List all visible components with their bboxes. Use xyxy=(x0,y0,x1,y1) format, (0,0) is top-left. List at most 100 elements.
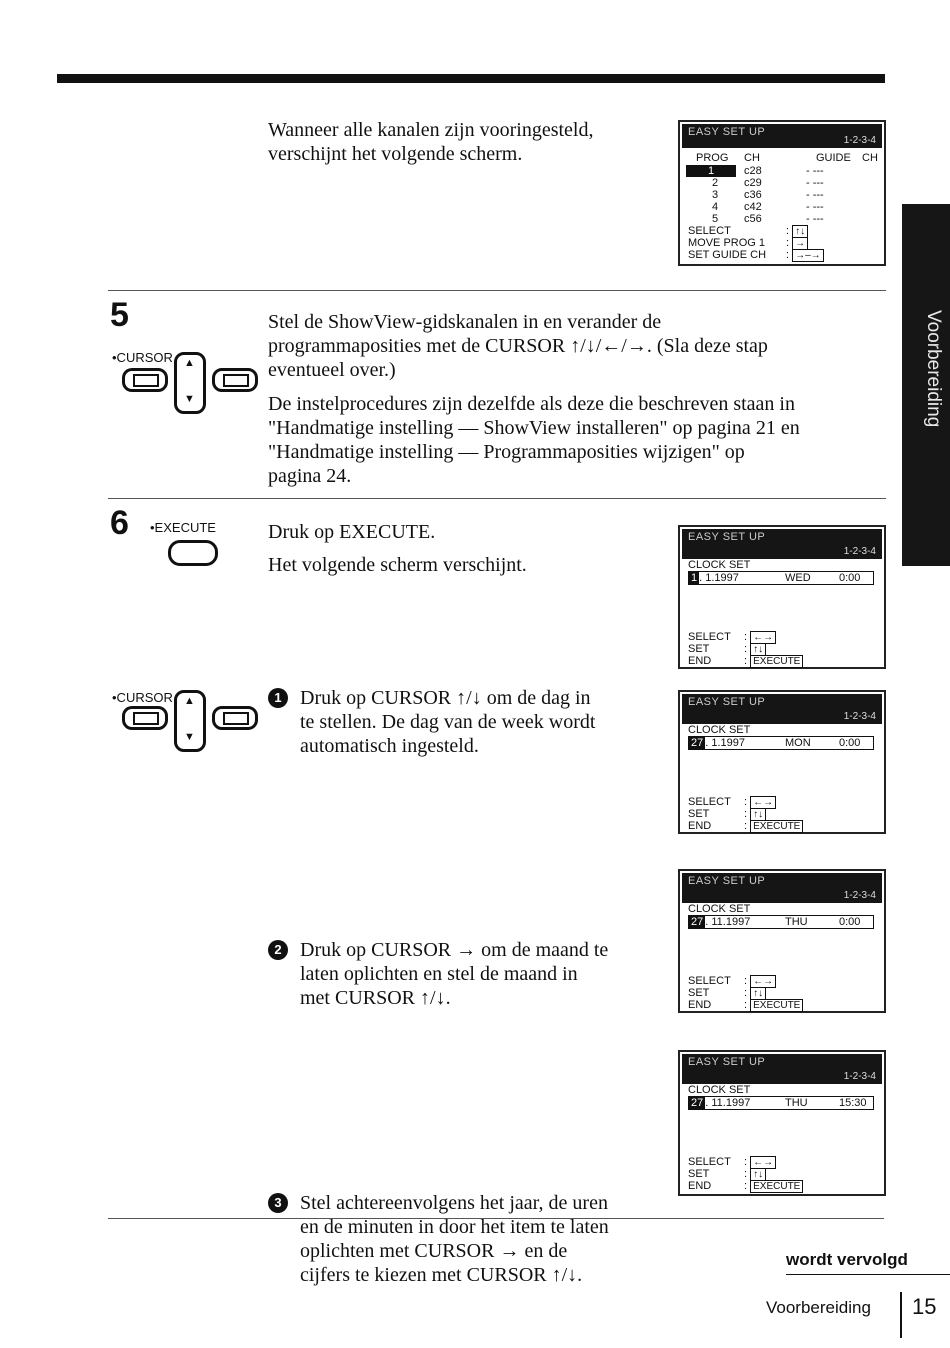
clock-day: 27 xyxy=(689,737,706,749)
select-label: SELECT xyxy=(688,1156,731,1168)
guide-keys: →–→ xyxy=(792,249,824,262)
guide-label: SET GUIDE CH xyxy=(688,249,767,261)
set-label: SET xyxy=(688,808,710,820)
row-ch: c42 xyxy=(744,201,762,213)
clock-time: 0:00 xyxy=(839,916,861,928)
col-ch: CH xyxy=(744,152,760,164)
osd-steps: 1-2-3-4 xyxy=(843,711,876,722)
osd-header: EASY SET UP 1-2-3-4 xyxy=(682,1054,882,1084)
osd-title: EASY SET UP xyxy=(688,126,766,138)
text-line: "Handmatige instelling — Programmapositi… xyxy=(268,441,745,463)
cursor-button-label: •CURSOR xyxy=(112,350,173,365)
cursor-left-key xyxy=(122,368,168,392)
substep-3: 3 Stel achtereenvolgens het jaar, de ure… xyxy=(268,1191,700,1287)
step5-para2: De instelprocedures zijn dezelfde als de… xyxy=(268,392,800,488)
divider xyxy=(108,290,886,291)
continued-note: wordt vervolgd xyxy=(786,1250,908,1269)
clock-value-field: 27. 11.1997 THU 0:00 xyxy=(688,915,874,929)
row-guide: - --- xyxy=(806,189,824,201)
page-number: 15 xyxy=(912,1294,937,1319)
row-prog: 3 xyxy=(712,189,719,201)
text-line: automatisch ingesteld. xyxy=(300,735,479,757)
osd-header: EASY SET UP 1-2-3-4 xyxy=(682,694,882,724)
row-ch: c56 xyxy=(744,213,762,225)
text-line: cijfers te kiezen met CURSOR ↑/↓. xyxy=(300,1264,583,1286)
clock-time: 15:30 xyxy=(839,1097,867,1109)
execute-button-label: •EXECUTE xyxy=(150,520,216,535)
row-guide: - --- xyxy=(806,177,824,189)
set-label: SET xyxy=(688,987,710,999)
end-label: END xyxy=(688,1180,712,1192)
intro-text: Wanneer alle kanalen zijn vooringesteld,… xyxy=(268,118,593,166)
substep-number: 2 xyxy=(268,940,288,960)
cursor-pad: ▲ ▼ xyxy=(118,686,260,752)
text-line: oplichten met CURSOR → en de xyxy=(300,1240,568,1262)
execute-key: EXECUTE xyxy=(750,820,804,833)
step5-para1: Stel de ShowView-gidskanalen in en veran… xyxy=(268,310,768,382)
row-prog: 2 xyxy=(712,177,719,189)
text-line: "Handmatige instelling — ShowView instal… xyxy=(268,417,800,439)
clock-day: 27 xyxy=(689,916,706,928)
row-prog: 4 xyxy=(712,201,719,213)
col-guide: GUIDE xyxy=(816,152,851,164)
osd-title: EASY SET UP xyxy=(688,1056,766,1068)
intro-line: verschijnt het volgende scherm. xyxy=(268,143,523,165)
row-prog: 5 xyxy=(712,213,719,225)
row-ch: c36 xyxy=(744,189,762,201)
text-line: laten oplichten en stel de maand in xyxy=(300,963,578,985)
clock-day: 1 xyxy=(689,572,700,584)
col-prog: PROG xyxy=(696,152,729,164)
text-line: te stellen. De dag van de week wordt xyxy=(300,711,596,733)
clock-date-rest: . 1.1997 xyxy=(705,737,746,749)
clock-weekday: MON xyxy=(785,737,811,749)
step-number: 5 xyxy=(110,296,129,334)
osd-steps: 1-2-3-4 xyxy=(843,1071,876,1082)
clock-weekday: THU xyxy=(785,916,808,928)
execute-button-icon xyxy=(168,540,218,566)
clock-set-label: CLOCK SET xyxy=(688,559,751,571)
end-label: END xyxy=(688,820,712,832)
text-line: De instelprocedures zijn dezelfde als de… xyxy=(268,393,795,415)
execute-key: EXECUTE xyxy=(750,1180,804,1193)
step-number: 6 xyxy=(110,504,129,542)
clock-time: 0:00 xyxy=(839,572,861,584)
intro-line: Wanneer alle kanalen zijn vooringesteld, xyxy=(268,119,594,141)
section-tab-label: Voorbereiding xyxy=(923,310,944,428)
footer-section: Voorbereiding xyxy=(766,1298,871,1317)
osd-steps: 1-2-3-4 xyxy=(843,890,876,901)
row-guide: - --- xyxy=(806,201,824,213)
clock-date-rest: . 1.1997 xyxy=(699,572,739,584)
substep-1: 1 Druk op CURSOR ↑/↓ om de dag in te ste… xyxy=(268,686,690,758)
osd-prog-screen: EASY SET UP 1-2-3-4 PROG CH GUIDE CH 1 c… xyxy=(678,120,886,266)
clock-value-field: 1. 1.1997 WED 0:00 xyxy=(688,571,874,585)
text-line: Druk op CURSOR → om de maand te xyxy=(300,939,609,961)
clock-date-rest: . 11.1997 xyxy=(705,916,751,928)
col-guide-ch: CH xyxy=(862,152,878,164)
clock-set-label: CLOCK SET xyxy=(688,1084,751,1096)
text-line: Druk op CURSOR ↑/↓ om de dag in xyxy=(300,687,591,709)
clock-date-rest: . 11.1997 xyxy=(705,1097,751,1109)
text-line: pagina 24. xyxy=(268,465,352,487)
substep-number: 3 xyxy=(268,1193,288,1213)
section-tab xyxy=(902,204,950,566)
select-label: SELECT xyxy=(688,225,731,237)
clock-weekday: WED xyxy=(785,572,811,584)
cursor-button-label: •CURSOR xyxy=(112,690,173,705)
text-line: eventueel over.) xyxy=(268,359,396,381)
cursor-right-key xyxy=(212,706,258,730)
select-label: SELECT xyxy=(688,975,731,987)
clock-time: 0:00 xyxy=(839,737,861,749)
execute-key: EXECUTE xyxy=(750,655,804,668)
select-label: SELECT xyxy=(688,631,731,643)
osd-title: EASY SET UP xyxy=(688,531,766,543)
row-prog-selected: 1 xyxy=(686,165,736,177)
end-label: END xyxy=(688,999,712,1011)
clock-weekday: THU xyxy=(785,1097,808,1109)
osd-title: EASY SET UP xyxy=(688,696,766,708)
footer-rule xyxy=(786,1274,950,1275)
